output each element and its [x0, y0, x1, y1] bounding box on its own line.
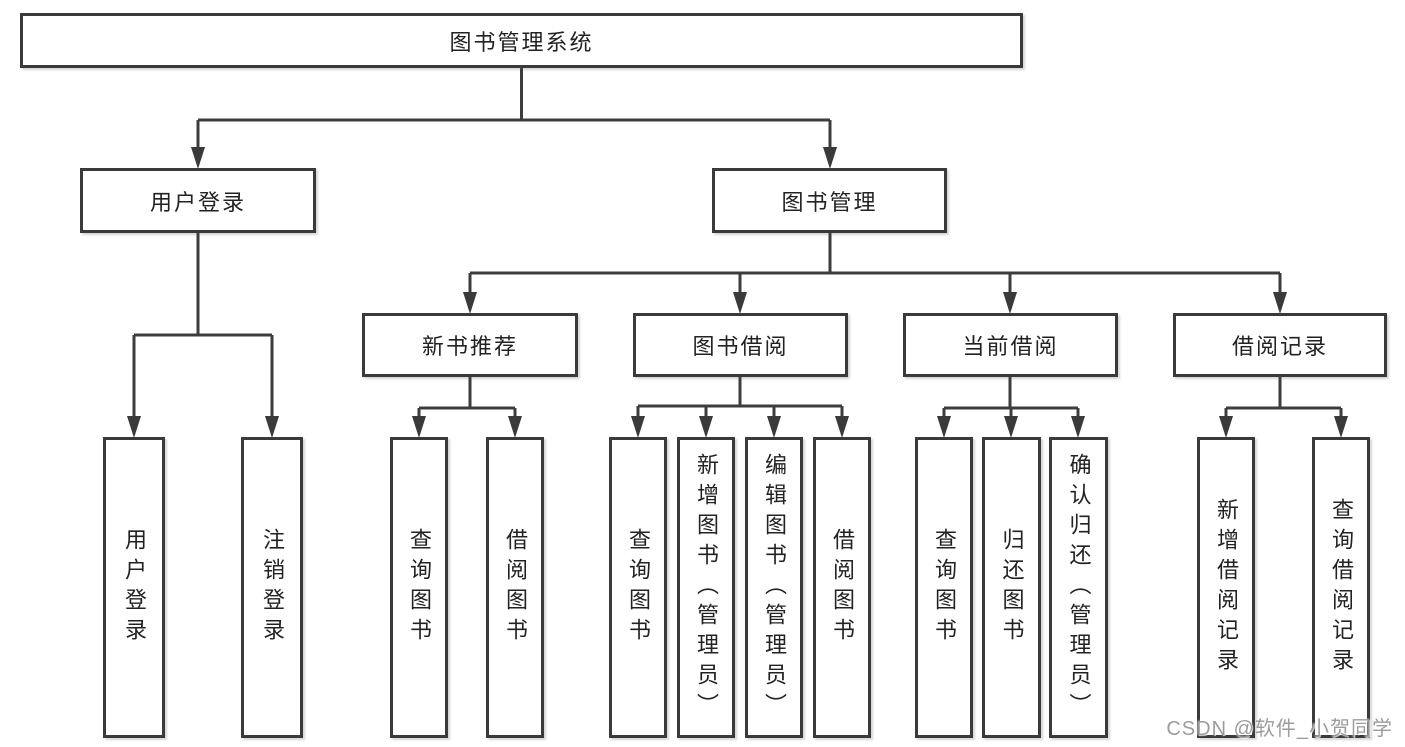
arrowhead [835, 416, 849, 438]
leaf-borrow-books: 借阅图书 [813, 437, 871, 738]
node-book-borrowing: 图书借阅 [633, 313, 848, 377]
leaf-borrow-books: 借阅图书 [486, 437, 544, 738]
node-label: 编辑图书（管理员） [762, 452, 787, 723]
node-label: 新增借阅记录 [1214, 497, 1239, 678]
arrowhead [127, 416, 141, 438]
arrowhead [823, 147, 837, 169]
node-label: 图书借阅 [692, 334, 789, 359]
arrowhead [412, 416, 426, 438]
connector-userlogin-to-leaves [127, 233, 279, 438]
node-label: 查询图书 [932, 527, 957, 648]
arrowhead [631, 416, 645, 438]
node-label: 借阅记录 [1231, 334, 1328, 359]
leaf-query-books: 查询图书 [390, 437, 448, 738]
leaf-user-login: 用户登录 [103, 437, 165, 738]
arrowhead [1003, 292, 1017, 314]
connector-borrowrec-to-leaves [1219, 377, 1348, 438]
arrowhead [937, 416, 951, 438]
arrowhead [1273, 292, 1287, 314]
leaf-edit-books-admin: 编辑图书（管理员） [745, 437, 803, 738]
node-label: 查询借阅记录 [1329, 497, 1354, 678]
leaf-return-books: 归还图书 [982, 437, 1041, 738]
leaf-query-books: 查询图书 [915, 437, 973, 738]
leaf-add-borrow-record: 新增借阅记录 [1197, 437, 1255, 738]
leaf-confirm-return-admin: 确认归还（管理员） [1049, 437, 1108, 738]
node-label: 查询图书 [626, 527, 651, 648]
arrowhead [1219, 416, 1233, 438]
arrowhead [733, 292, 747, 314]
arrowhead [767, 416, 781, 438]
arrowhead [699, 416, 713, 438]
connector-bookborrow-to-leaves [631, 377, 849, 438]
node-label: 用户登录 [122, 527, 147, 648]
connector-newbook-to-leaves [412, 377, 522, 438]
node-label: 借阅图书 [830, 527, 855, 648]
node-label: 图书管理 [781, 189, 878, 215]
node-label: 借阅图书 [503, 527, 528, 648]
node-label: 图书管理系统 [449, 29, 594, 55]
arrowhead [463, 292, 477, 314]
arrowhead [265, 416, 279, 438]
node-label: 查询图书 [407, 527, 432, 648]
node-label: 确认归还（管理员） [1066, 452, 1092, 723]
node-new-book-recommend: 新书推荐 [362, 313, 578, 377]
arrowhead [1004, 416, 1018, 438]
node-label: 新书推荐 [421, 334, 518, 359]
node-user-login: 用户登录 [80, 168, 316, 233]
node-borrowing-records: 借阅记录 [1173, 313, 1387, 377]
watermark: CSDN @软件_小贺同学 [1166, 718, 1393, 740]
arrowhead [1071, 416, 1085, 438]
leaf-add-books-admin: 新增图书（管理员） [677, 437, 735, 738]
connector-bookmgmt-to-level3 [463, 233, 1287, 314]
arrowhead [508, 416, 522, 438]
leaf-query-borrow-record: 查询借阅记录 [1312, 437, 1370, 738]
arrowhead [191, 147, 205, 169]
leaf-logout: 注销登录 [241, 437, 303, 738]
connector-curborrow-to-leaves [937, 377, 1085, 438]
node-label: 注销登录 [260, 527, 285, 648]
node-library-system: 图书管理系统 [20, 13, 1023, 68]
node-label: 归还图书 [999, 527, 1025, 648]
connector-root-to-level1 [191, 68, 837, 169]
node-book-management: 图书管理 [712, 168, 947, 233]
node-label: 新增图书（管理员） [694, 452, 719, 723]
leaf-query-books: 查询图书 [609, 437, 667, 738]
node-label: 用户登录 [149, 189, 246, 215]
node-label: 当前借阅 [962, 334, 1059, 359]
arrowhead [1334, 416, 1348, 438]
node-current-borrowing: 当前借阅 [903, 313, 1118, 377]
